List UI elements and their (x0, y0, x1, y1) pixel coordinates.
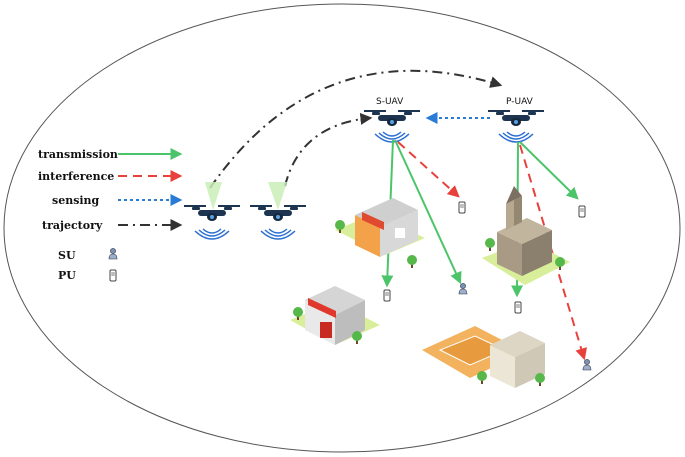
church-building (482, 186, 570, 285)
signal-waves-icon (498, 131, 534, 143)
trajectory-arc-outer (209, 69, 503, 189)
legend: transmission interference sensing trajec… (38, 148, 183, 282)
su-user-icon (582, 359, 592, 371)
school-building (422, 326, 545, 388)
uav-beam-left (205, 182, 222, 210)
drone-icon (183, 205, 241, 222)
fire-station-building (290, 286, 380, 345)
legend-su-user-icon (108, 248, 118, 260)
pu-phone-icon (383, 289, 391, 302)
su-user-icon (458, 283, 468, 295)
signal-waves-icon (194, 228, 230, 240)
legend-trajectory-label: trajectory (42, 219, 103, 232)
transmission-link (519, 141, 579, 200)
p-uav-drone-icon (487, 110, 545, 127)
cafe-building (335, 198, 425, 268)
legend-pu-phone-icon (109, 269, 117, 282)
p-uav-label: P-UAV (506, 97, 534, 107)
legend-transmission-label: transmission (38, 148, 118, 161)
legend-su-label: SU (58, 249, 76, 262)
pu-phone-icon (514, 301, 522, 314)
signal-waves-icon (260, 228, 296, 240)
uav-beam-mid (268, 182, 287, 210)
s-uav-drone-icon (363, 110, 421, 127)
trajectory-arc-inner (284, 112, 373, 187)
legend-sensing-label: sensing (52, 194, 100, 207)
transmission-link (394, 139, 462, 285)
interference-link (397, 141, 460, 198)
pu-phone-icon (578, 205, 586, 218)
coverage-ellipse (3, 3, 681, 453)
legend-interference-label: interference (38, 170, 114, 183)
legend-pu-label: PU (58, 269, 76, 282)
s-uav-label: S-UAV (376, 97, 404, 107)
pu-phone-icon (458, 201, 466, 214)
